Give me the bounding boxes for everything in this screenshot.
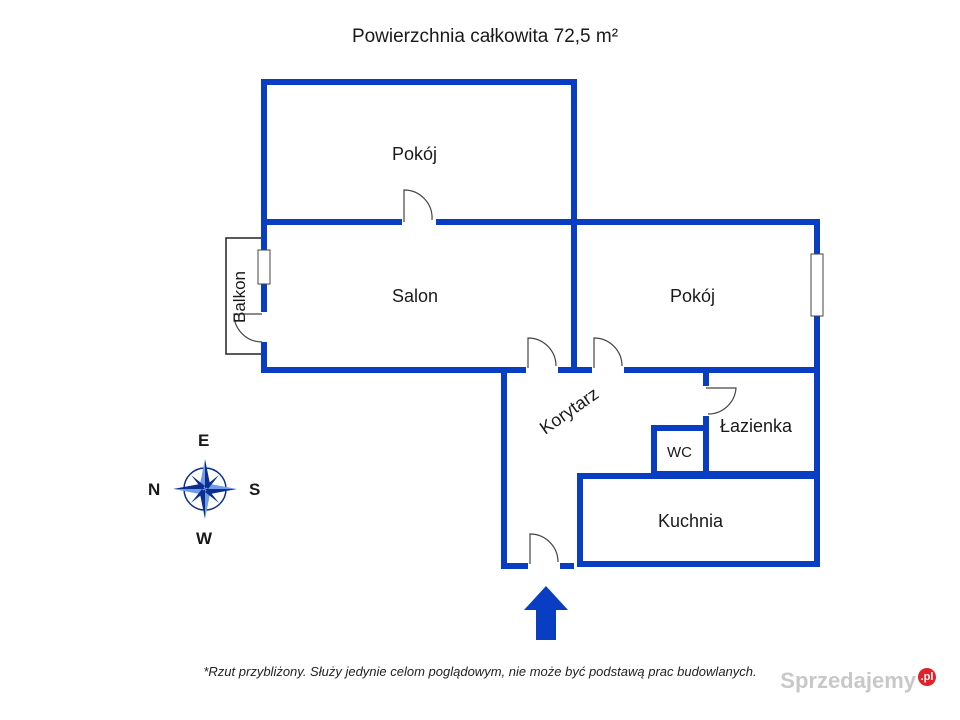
window-pokoj — [810, 253, 824, 317]
compass-west-label: W — [196, 529, 213, 548]
entrance-arrow-icon — [524, 586, 568, 640]
door-entrance — [529, 533, 559, 564]
door-salon — [527, 337, 557, 368]
room-label-wc: WC — [667, 444, 692, 461]
room-label-lazienka: Łazienka — [720, 416, 793, 436]
door-pokoj-right — [593, 337, 623, 368]
compass-north-label: N — [148, 480, 161, 499]
door-balkon — [233, 313, 263, 343]
doors — [233, 189, 737, 571]
compass-east-label: E — [198, 431, 210, 450]
disclaimer-note: *Rzut przybliżony. Służy jedynie celom p… — [203, 664, 757, 679]
door-pokoj-top — [403, 189, 433, 222]
watermark-badge: .pl — [918, 668, 936, 686]
room-label-salon: Salon — [392, 286, 439, 306]
room-label-kuchnia: Kuchnia — [658, 511, 724, 531]
watermark: Sprzedajemy.pl — [780, 668, 936, 694]
room-label-balkon: Balkon — [229, 271, 249, 323]
windows — [257, 249, 824, 317]
compass-south-label: S — [249, 480, 261, 499]
window-salon — [257, 249, 271, 285]
walls — [261, 79, 820, 569]
room-label-pokoj-top: Pokój — [392, 144, 438, 164]
room-label-pokoj-right: Pokój — [670, 286, 716, 306]
watermark-text: Sprzedajemy — [780, 668, 916, 693]
page-title: Powierzchnia całkowita 72,5 m² — [351, 26, 619, 47]
compass-rose-icon — [173, 459, 237, 519]
door-lazienka — [706, 387, 737, 415]
